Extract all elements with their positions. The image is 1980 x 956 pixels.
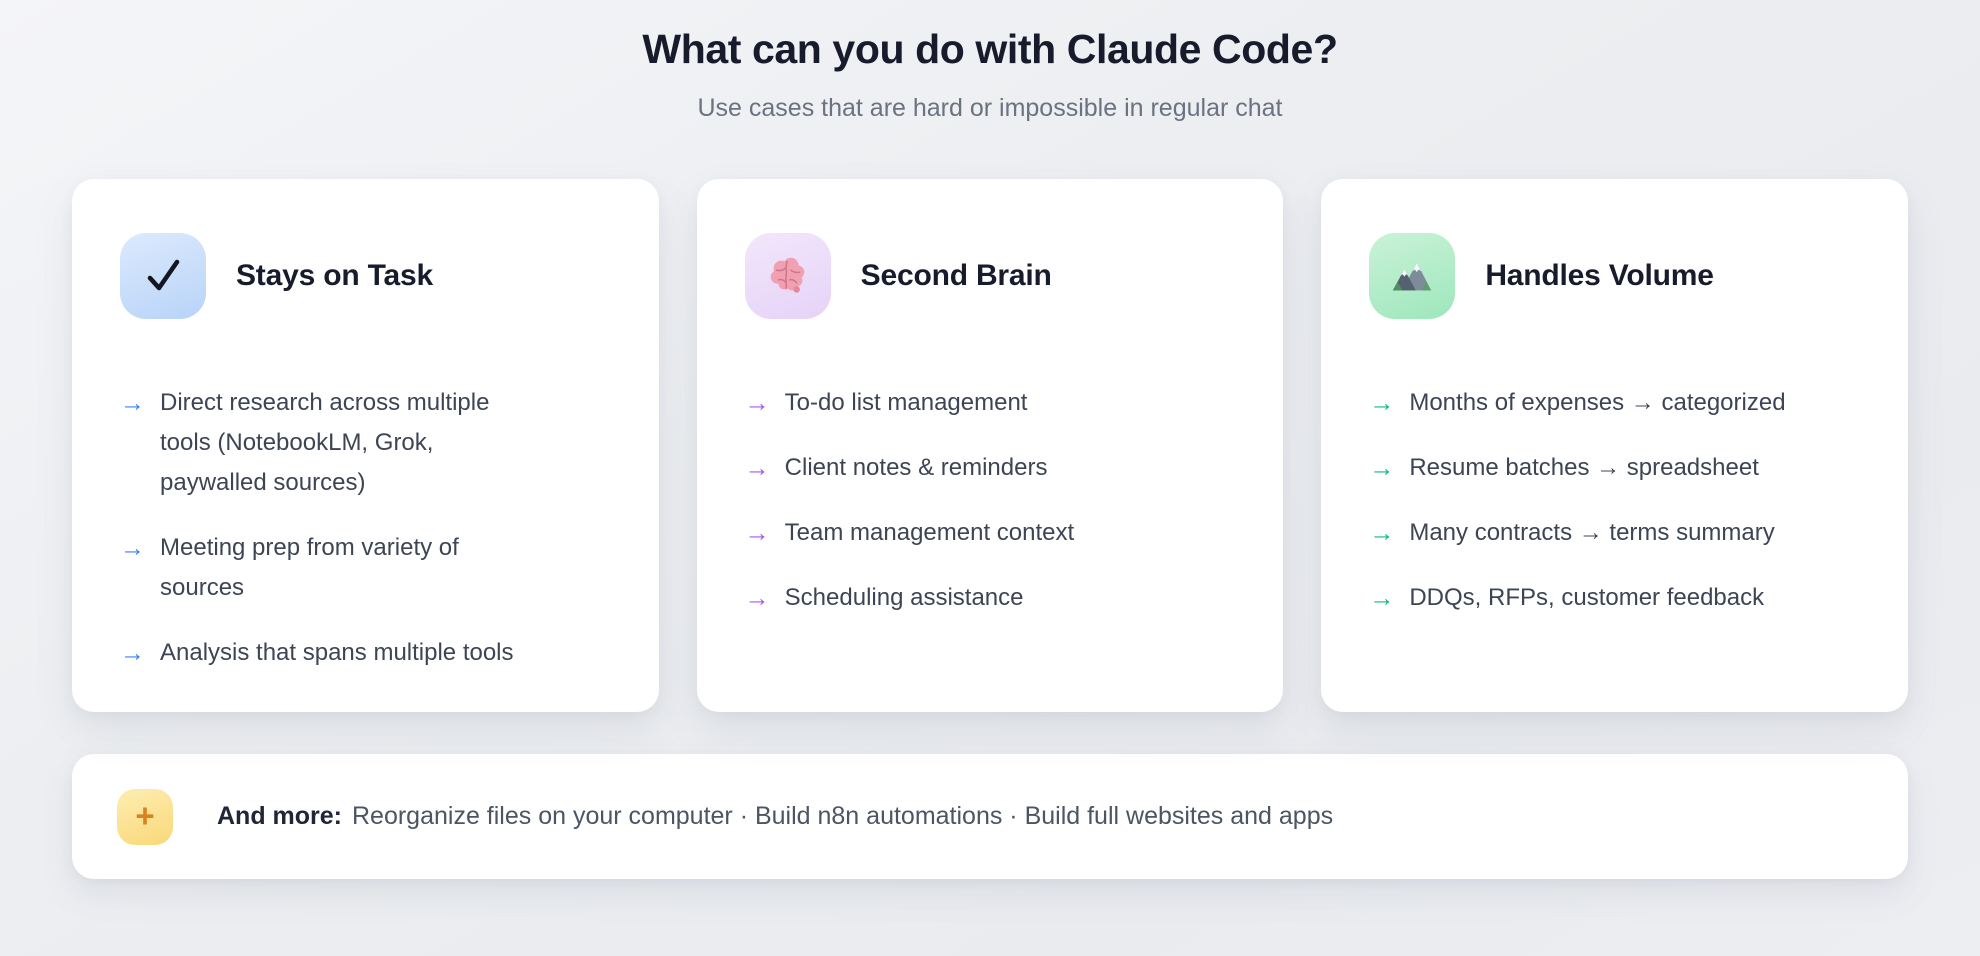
arrow-bullet-icon: → [744, 389, 770, 417]
arrow-bullet-icon: → [1369, 584, 1395, 612]
list-item: → Analysis that spans multiple tools [120, 633, 611, 673]
list-item: → Client notes & reminders [745, 448, 1236, 488]
list-item-text: Team management context [784, 519, 1075, 546]
card-item-list: → Direct research across multiple tools … [120, 383, 611, 673]
list-item-text: Resume batches → spreadsheet [1409, 454, 1759, 481]
mountain-icon [1369, 233, 1456, 319]
page-title: What can you do with Claude Code? [642, 26, 1338, 72]
page-subtitle: Use cases that are hard or impossible in… [697, 94, 1283, 122]
arrow-bullet-icon: → [744, 584, 770, 612]
card-row: Stays on Task → Direct research across m… [72, 179, 1909, 712]
list-item: → DDQs, RFPs, customer feedback [1369, 578, 1860, 618]
list-item-text: Direct research across multiple tools (N… [160, 389, 490, 496]
and-more-text: And more: Reorganize files on your comput… [217, 802, 1333, 831]
list-item-text: Analysis that spans multiple tools [160, 639, 514, 666]
list-item-text: Scheduling assistance [784, 584, 1024, 611]
list-item-text: Many contracts → terms summary [1409, 519, 1775, 546]
list-item: → To-do list management [745, 383, 1236, 423]
list-item-text: Months of expenses → categorized [1409, 389, 1786, 416]
card-header: Handles Volume [1369, 233, 1860, 319]
list-item: → Direct research across multiple tools … [120, 383, 611, 503]
arrow-bullet-icon: → [1369, 389, 1395, 417]
arrow-bullet-icon: → [120, 389, 145, 417]
card-second-brain: Second Brain → To-do list management → C… [696, 179, 1284, 712]
card-item-list: → To-do list management → Client notes &… [745, 383, 1236, 618]
list-item-text: Client notes & reminders [784, 454, 1048, 481]
card-item-list: → Months of expenses → categorized → Res… [1369, 383, 1860, 618]
arrow-bullet-icon: → [120, 639, 145, 667]
list-item: → Months of expenses → categorized [1369, 383, 1860, 423]
and-more-items: Reorganize files on your computer · Buil… [352, 802, 1334, 830]
card-title: Second Brain [860, 259, 1052, 292]
plus-glyph: + [135, 797, 155, 834]
list-item: → Meeting prep from variety of sources [120, 528, 611, 608]
list-item-text: Meeting prep from variety of sources [160, 534, 459, 601]
list-item: → Many contracts → terms summary [1369, 513, 1860, 553]
card-title: Handles Volume [1485, 259, 1714, 292]
plus-icon: + [117, 788, 173, 845]
brain-icon [744, 233, 831, 319]
checkmark-icon [120, 233, 206, 319]
arrow-bullet-icon: → [1369, 454, 1395, 482]
and-more-label: And more: [217, 802, 342, 830]
card-header: Stays on Task [120, 233, 611, 319]
arrow-bullet-icon: → [744, 519, 770, 547]
list-item: → Resume batches → spreadsheet [1369, 448, 1860, 488]
list-item: → Scheduling assistance [745, 578, 1236, 618]
arrow-bullet-icon: → [744, 454, 770, 482]
list-item-text: DDQs, RFPs, customer feedback [1409, 584, 1765, 611]
card-stays-on-task: Stays on Task → Direct research across m… [72, 179, 659, 712]
list-item: → Team management context [745, 513, 1236, 553]
and-more-bar: + And more: Reorganize files on your comp… [72, 754, 1908, 879]
card-title: Stays on Task [236, 259, 433, 292]
arrow-bullet-icon: → [1369, 519, 1395, 547]
slide: What can you do with Claude Code? Use ca… [72, 26, 1909, 879]
card-handles-volume: Handles Volume → Months of expenses → ca… [1321, 179, 1909, 712]
card-header: Second Brain [744, 233, 1236, 319]
arrow-bullet-icon: → [120, 534, 145, 562]
list-item-text: To-do list management [784, 389, 1028, 416]
